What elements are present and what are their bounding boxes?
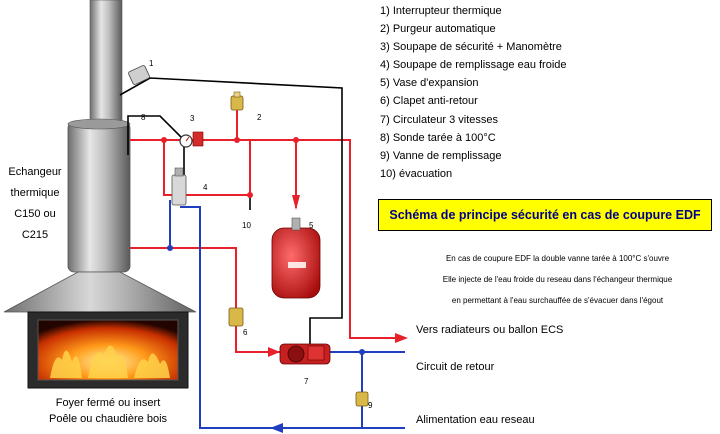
component-legend: 1) Interrupteur thermique 2) Purgeur aut… — [380, 2, 710, 183]
chimney-flue — [89, 0, 123, 123]
circulator-pump — [279, 343, 331, 365]
flow-arrows — [268, 195, 408, 433]
heat-exchanger-top — [67, 118, 131, 130]
label-num-5: 5 — [309, 221, 314, 230]
legend-item: 6) Clapet anti-retour — [380, 95, 478, 108]
label-num-10: 10 — [242, 221, 251, 230]
label-num-7: 7 — [304, 377, 309, 386]
exchanger-label-line: C150 ou C215 — [14, 208, 56, 241]
air-vent — [230, 91, 244, 111]
thermal-switch — [128, 65, 150, 85]
expansion-vessel — [271, 217, 321, 299]
legend-item: 1) Interrupteur thermique — [380, 5, 502, 17]
label-num-9: 9 — [368, 401, 373, 410]
exchanger-label-line: Echangeur — [8, 166, 62, 178]
legend-item: 10) évacuation — [380, 167, 453, 180]
note-line: en permettant à l'eau surchauffée de s'é… — [451, 296, 664, 305]
label-num-8: 8 — [141, 113, 146, 122]
explanatory-notes: En cas de coupure EDF la double vanne ta… — [405, 248, 710, 311]
safety-valve-gauge — [179, 131, 204, 148]
exchanger-label-line: thermique — [10, 187, 60, 199]
legend-item: 9) Vanne de remplissage — [380, 149, 502, 162]
label-num-6: 6 — [243, 328, 248, 337]
diagram-title: Schéma de principe sécurité en cas de co… — [378, 199, 712, 231]
flow-label-supply: Alimentation eau reseau — [416, 414, 535, 426]
legend-item: 3) Soupape de sécurité + Manomètre — [380, 41, 562, 54]
label-num-1: 1 — [149, 59, 154, 68]
fill-valve — [171, 167, 187, 206]
note-line: En cas de coupure EDF la double vanne ta… — [445, 254, 670, 263]
note-line: Elle injecte de l'eau froide du reseau d… — [442, 275, 673, 284]
fireplace-label-line-1: Foyer fermé ou insert — [55, 397, 161, 409]
label-num-2: 2 — [257, 113, 262, 122]
fireplace-label-line-2: Poêle ou chaudière bois — [48, 413, 168, 425]
legend-item: 2) Purgeur automatique — [380, 23, 496, 36]
heat-exchanger — [67, 121, 131, 273]
flow-label-return: Circuit de retour — [416, 361, 495, 373]
non-return-valve — [228, 307, 244, 327]
legend-item: 8) Sonde tarée à 100°C — [380, 131, 496, 144]
label-num-3: 3 — [190, 114, 195, 123]
flames — [50, 345, 170, 378]
junction-dots — [161, 137, 365, 355]
legend-item: 4) Soupape de remplissage eau froide — [380, 59, 567, 72]
legend-item: 5) Vase d'expansion — [380, 77, 479, 90]
exchanger-label: Echangeur thermique C150 ou C215 — [6, 162, 68, 246]
fill-tap — [355, 391, 369, 407]
legend-item: 7) Circulateur 3 vitesses — [380, 113, 498, 126]
fireplace-hood — [3, 271, 197, 313]
flow-label-radiators: Vers radiateurs ou ballon ECS — [416, 324, 564, 336]
label-num-4: 4 — [203, 183, 208, 192]
